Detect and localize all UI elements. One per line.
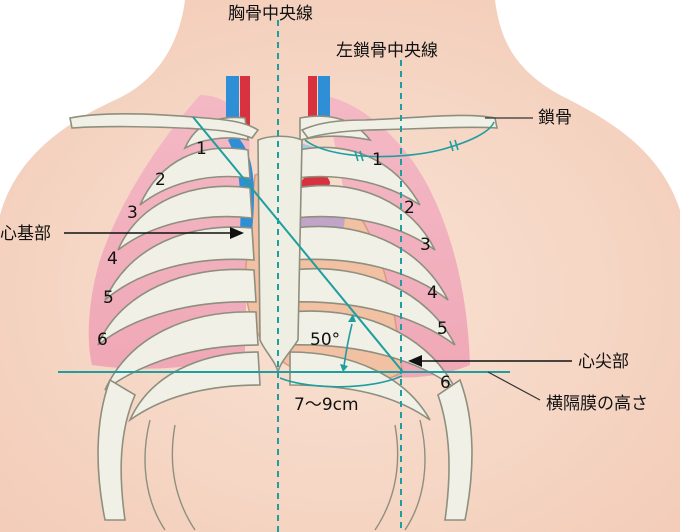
sternum xyxy=(257,135,303,373)
clavicle-arc xyxy=(304,121,495,158)
rib-number: 1 xyxy=(196,139,207,159)
clavicle-tick-marks xyxy=(354,139,459,162)
heart-axis-line xyxy=(192,116,404,373)
rib-number: 3 xyxy=(420,235,431,255)
angle-arrow-bottom xyxy=(340,364,348,372)
midsternal-label: 胸骨中央線 xyxy=(228,4,313,24)
rib-number: 5 xyxy=(103,288,114,308)
distance-label: 7～9cm xyxy=(294,395,359,415)
left-rib-numbers: 1 2 3 4 5 6 xyxy=(372,150,451,393)
rib-number: 6 xyxy=(97,330,108,350)
angle-arc xyxy=(343,323,353,367)
left-clavicle xyxy=(300,114,498,139)
rib-number: 5 xyxy=(437,319,448,339)
heart-base-label: 心基部 xyxy=(0,224,51,244)
rib-number: 1 xyxy=(372,150,383,170)
right-clavicle xyxy=(69,113,260,139)
rib-number: 4 xyxy=(427,283,438,303)
rib-number: 4 xyxy=(107,249,118,269)
angle-label: 50° xyxy=(310,330,340,350)
apex-arrow xyxy=(408,355,422,367)
diaphragm-level-label: 横隔膜の高さ xyxy=(546,394,648,414)
apex-label: 心尖部 xyxy=(578,352,629,372)
diaphragm-pointer xyxy=(487,371,541,401)
right-ribs xyxy=(97,116,261,521)
rib-number: 3 xyxy=(127,203,138,223)
left-midclavicular-label: 左鎖骨中央線 xyxy=(336,41,438,61)
rib-number: 6 xyxy=(440,373,451,393)
clavicle-label: 鎖骨 xyxy=(538,108,572,128)
heart-base-arrow xyxy=(230,227,244,239)
distance-arc xyxy=(279,375,403,388)
angle-arrow-top xyxy=(348,314,356,322)
lower-cage xyxy=(144,419,426,531)
rib-number: 2 xyxy=(155,170,166,190)
rib-number: 2 xyxy=(404,198,415,218)
right-rib-numbers: 1 2 3 4 5 6 xyxy=(97,139,207,350)
